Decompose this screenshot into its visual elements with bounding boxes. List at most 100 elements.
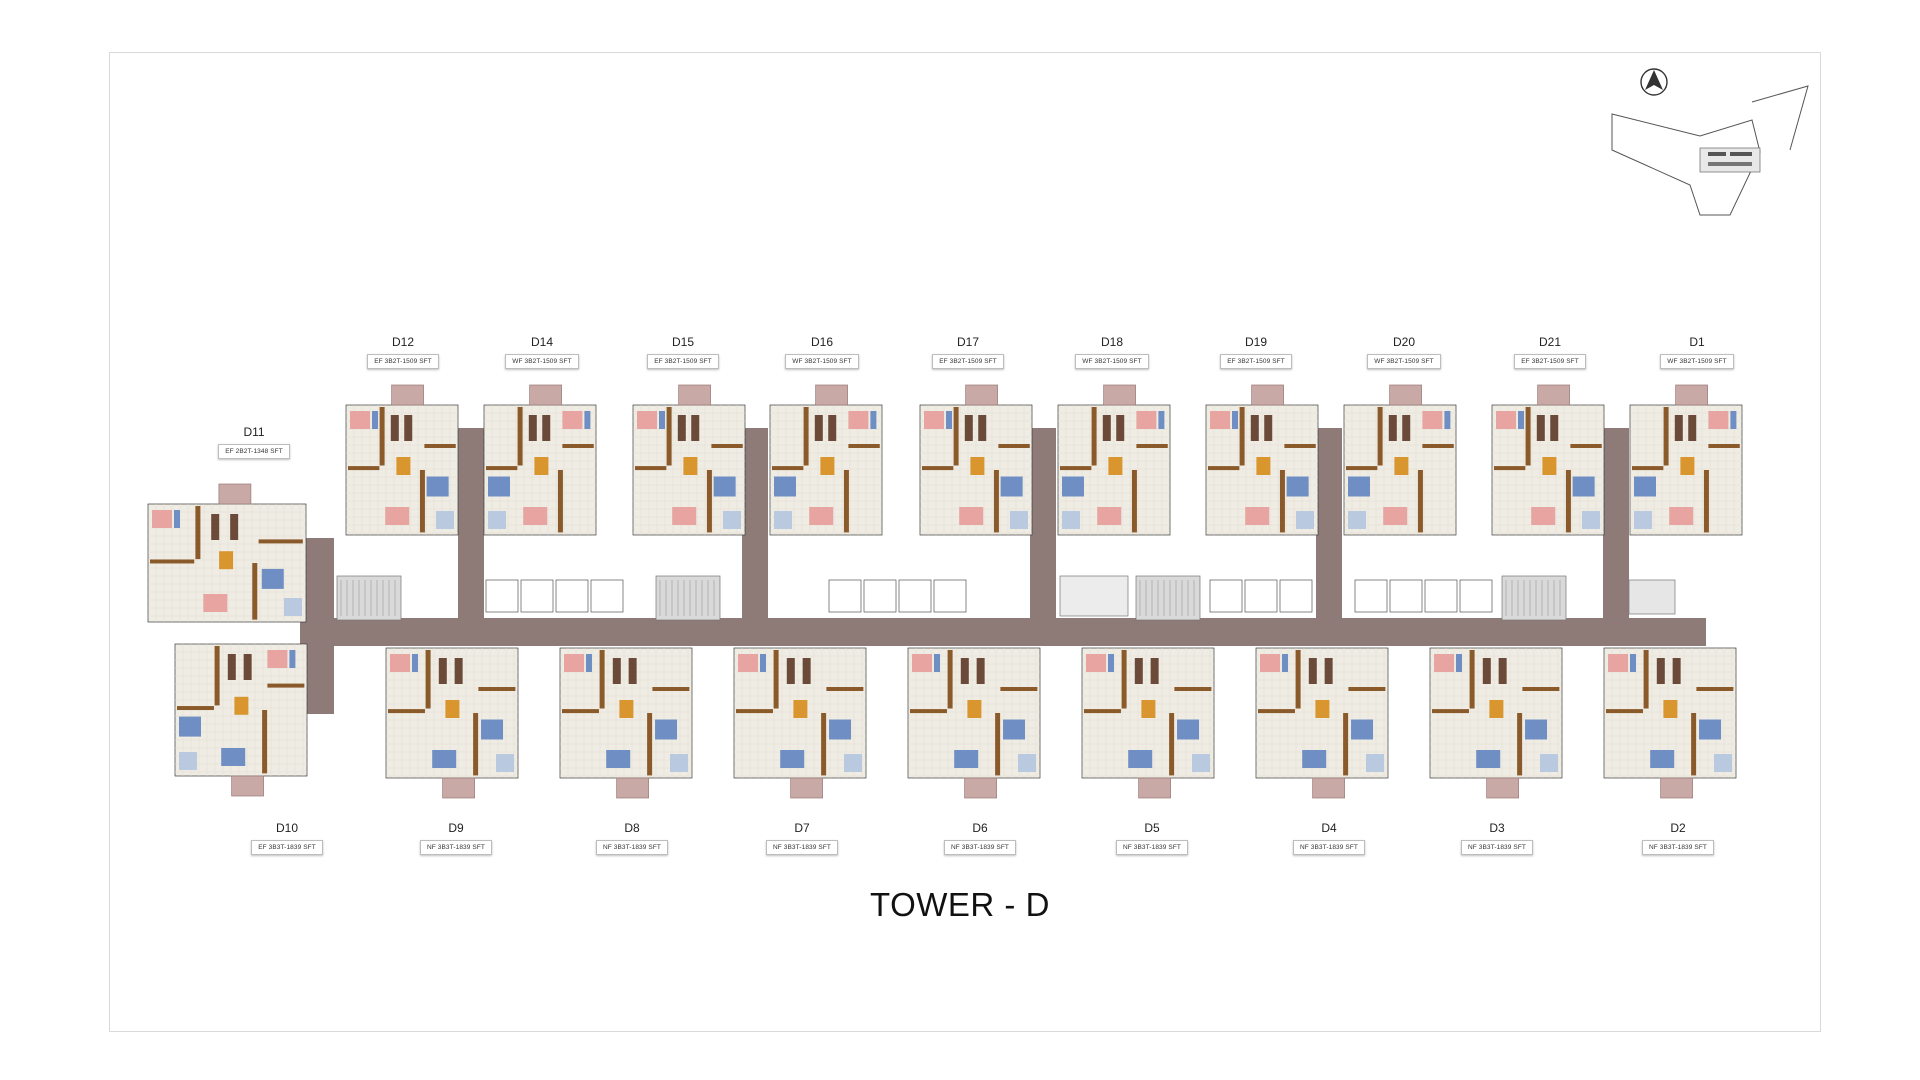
balcony: [1660, 777, 1693, 799]
dining-table: [793, 700, 808, 718]
dining-table: [820, 457, 835, 475]
bed: [606, 750, 631, 768]
balcony: [616, 777, 649, 799]
wall-segment: [425, 650, 431, 709]
apartment-unit: [1081, 647, 1215, 799]
unit-id: D10: [275, 821, 298, 835]
lift: [555, 579, 589, 613]
wall-segment: [826, 687, 864, 691]
key-plan-blocks: [1699, 147, 1761, 173]
bed: [1210, 411, 1230, 429]
unit-area-tag: EF 2B2T-1348 SFT: [218, 444, 290, 459]
wall-segment: [258, 539, 303, 544]
sofa: [964, 415, 973, 441]
apartment-unit: [1255, 647, 1389, 799]
dining-table: [1108, 457, 1123, 475]
dining-table: [396, 457, 411, 475]
bathroom: [284, 598, 302, 616]
wall-segment: [1469, 650, 1475, 709]
fire-lift-lobby: [1059, 575, 1129, 617]
bed: [152, 510, 172, 528]
unit-area-tag: NF 3B3T-1839 SFT: [944, 840, 1016, 855]
bathroom: [1062, 511, 1080, 529]
sofa: [243, 654, 252, 680]
apartment-unit: [345, 384, 459, 536]
apartment-unit: [559, 647, 693, 799]
wall-segment: [647, 713, 653, 776]
unit-area-tag: NF 3B3T-1839 SFT: [596, 840, 668, 855]
sofa: [1388, 415, 1397, 441]
wall-segment: [1696, 687, 1734, 691]
wall-segment: [1643, 650, 1649, 709]
lift: [933, 579, 967, 613]
dining-table: [219, 551, 234, 570]
balcony: [218, 483, 252, 505]
wall-segment: [1174, 687, 1212, 691]
sofa: [1250, 415, 1259, 441]
key-plan-tower: [1730, 152, 1752, 156]
unit-id: D1: [1689, 335, 1705, 349]
lift-core: [1501, 575, 1567, 621]
sofa: [1672, 658, 1681, 684]
apartment-unit: [1205, 384, 1319, 536]
bed: [385, 507, 410, 525]
sofa: [542, 415, 551, 441]
east-corridor-end: [1600, 618, 1706, 646]
wall-segment: [388, 709, 425, 714]
unit-id: D20: [1392, 335, 1415, 349]
dining-table: [1315, 700, 1330, 718]
dining-table: [970, 457, 985, 475]
sofa: [976, 658, 985, 684]
lift: [863, 579, 897, 613]
wall-segment: [998, 444, 1030, 448]
wall-segment: [1703, 470, 1709, 533]
unit-area-tag: WF 3B2T-1509 SFT: [1660, 354, 1734, 369]
sofa: [802, 658, 811, 684]
wall-segment: [993, 470, 999, 533]
spine-corridor: [1603, 428, 1629, 623]
bathroom: [488, 511, 506, 529]
dining-table: [967, 700, 982, 718]
sofa: [1536, 415, 1545, 441]
wall-segment: [267, 683, 305, 688]
wall-segment: [1136, 444, 1168, 448]
wall-segment: [953, 407, 959, 466]
unit-area-tag: NF 3B3T-1839 SFT: [1642, 840, 1714, 855]
wall-segment: [1570, 444, 1602, 448]
apartment-unit: [385, 647, 519, 799]
lift: [1354, 579, 1388, 613]
bed: [1062, 476, 1084, 497]
lift: [1279, 579, 1313, 613]
wall-segment: [195, 506, 201, 560]
bed: [1434, 654, 1454, 672]
bed: [564, 654, 584, 672]
bed: [179, 716, 201, 737]
sofa: [1134, 658, 1143, 684]
apartment-unit: [1343, 384, 1457, 536]
wall-segment: [379, 407, 385, 466]
wall-segment: [599, 650, 605, 709]
staircase: [1135, 575, 1201, 621]
wall-segment: [773, 650, 779, 709]
apartment-unit: [1429, 647, 1563, 799]
sofa: [390, 415, 399, 441]
wall-segment: [1295, 650, 1301, 709]
bed: [713, 476, 736, 497]
unit-id: D16: [810, 335, 833, 349]
bed: [1177, 719, 1200, 740]
sofa: [1656, 658, 1665, 684]
wall-segment: [652, 687, 690, 691]
bed: [774, 476, 796, 497]
lift-core: [336, 575, 402, 621]
bed: [261, 568, 284, 589]
sofa: [227, 654, 236, 680]
wall-segment: [1346, 466, 1378, 471]
unit-id: D17: [956, 335, 979, 349]
